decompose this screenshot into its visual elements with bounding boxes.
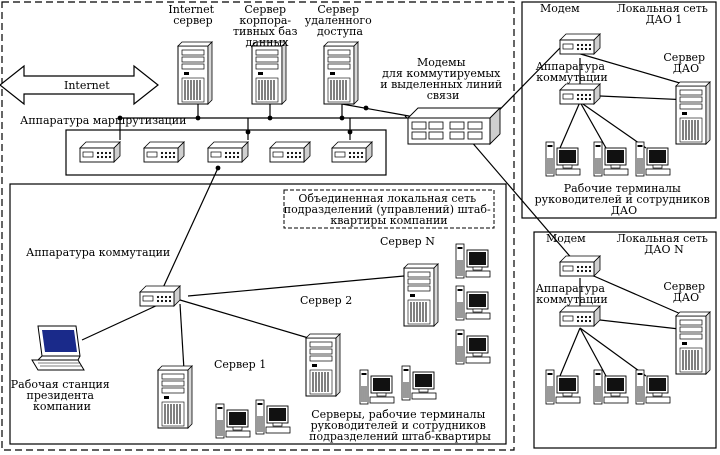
internet-server-label: Internet сервер bbox=[168, 3, 217, 27]
internet-arrow bbox=[0, 64, 159, 106]
dao1-terminals-label: Рабочие терминалы руководителей и сотруд… bbox=[535, 182, 714, 217]
router-icon bbox=[207, 141, 249, 163]
daoN-frame bbox=[533, 231, 717, 449]
remote-access-server-label: Сервер удаленного доступа bbox=[305, 3, 375, 38]
laptop-icon bbox=[31, 325, 85, 371]
dao1-modem-label: Модем bbox=[540, 2, 580, 15]
hq-switch-icon bbox=[139, 285, 181, 307]
workstation-icon bbox=[255, 399, 291, 435]
connection-dots bbox=[117, 105, 369, 171]
hq-terminals-label: Серверы, рабочие терминалы руководителей… bbox=[309, 408, 491, 443]
dao1-switching-label: Аппаратура коммутации bbox=[536, 60, 609, 84]
dao1-lan-label: Локальная сеть ДАО 1 bbox=[617, 2, 712, 26]
internet-label: Internet bbox=[64, 79, 110, 92]
router-icon bbox=[143, 141, 185, 163]
workstation-icon bbox=[545, 369, 581, 405]
dao1-server-icon bbox=[675, 81, 711, 145]
internet-server-icon bbox=[177, 41, 213, 105]
server-1-label: Сервер 1 bbox=[214, 358, 266, 371]
server-n-icon bbox=[403, 263, 439, 327]
hq-frame bbox=[1, 1, 515, 451]
server-n-label: Сервер N bbox=[380, 235, 435, 248]
daoN-switch-icon bbox=[559, 305, 601, 327]
workstation-icon bbox=[545, 141, 581, 177]
workstation-icon bbox=[635, 369, 671, 405]
router-icon bbox=[269, 141, 311, 163]
workstation-icon bbox=[593, 369, 629, 405]
workstation-icon bbox=[359, 369, 395, 405]
hq-switching-label: Аппаратура коммутации bbox=[26, 246, 170, 259]
modem-bank-icon bbox=[407, 107, 501, 145]
server-1-icon bbox=[157, 365, 193, 429]
workstation-icon bbox=[455, 243, 491, 279]
daoN-lan-label: Локальная сеть ДАО N bbox=[617, 232, 712, 256]
corp-db-server-icon bbox=[251, 41, 287, 105]
corp-db-server-label: Сервер корпора- тивных баз данных bbox=[233, 3, 301, 49]
server-2-icon bbox=[305, 333, 341, 397]
modems-label: Модемы для коммутируемых и выделенных ли… bbox=[380, 56, 506, 102]
remote-access-server-icon bbox=[323, 41, 359, 105]
router-icon bbox=[331, 141, 373, 163]
lan-title: Объединенная локальная сеть подразделени… bbox=[284, 192, 494, 227]
workstation-icon bbox=[455, 285, 491, 321]
workstation-icon bbox=[593, 141, 629, 177]
daoN-server-label: Сервер ДАО bbox=[663, 280, 708, 304]
daoN-modem-label: Модем bbox=[546, 232, 586, 245]
workstation-icon bbox=[635, 141, 671, 177]
routing-label: Аппаратура маршрутизации bbox=[20, 114, 186, 127]
workstation-icon bbox=[215, 403, 251, 439]
routing-frame bbox=[65, 129, 387, 176]
router-icon bbox=[79, 141, 121, 163]
dao1-modem-icon bbox=[559, 33, 601, 55]
dao1-server-label: Сервер ДАО bbox=[663, 51, 708, 75]
workstation-icon bbox=[401, 365, 437, 401]
hq-lan-frame bbox=[9, 183, 507, 445]
daoN-switching-label: Аппаратура коммутации bbox=[536, 282, 609, 306]
dao1-switch-icon bbox=[559, 83, 601, 105]
server-2-label: Сервер 2 bbox=[300, 294, 352, 307]
daoN-modem-icon bbox=[559, 255, 601, 277]
president-ws-label: Рабочая станция президента компании bbox=[11, 378, 113, 413]
dao1-frame bbox=[521, 1, 717, 219]
workstation-icon bbox=[455, 329, 491, 365]
daoN-server-icon bbox=[675, 311, 711, 375]
lan-title-frame bbox=[283, 189, 495, 229]
